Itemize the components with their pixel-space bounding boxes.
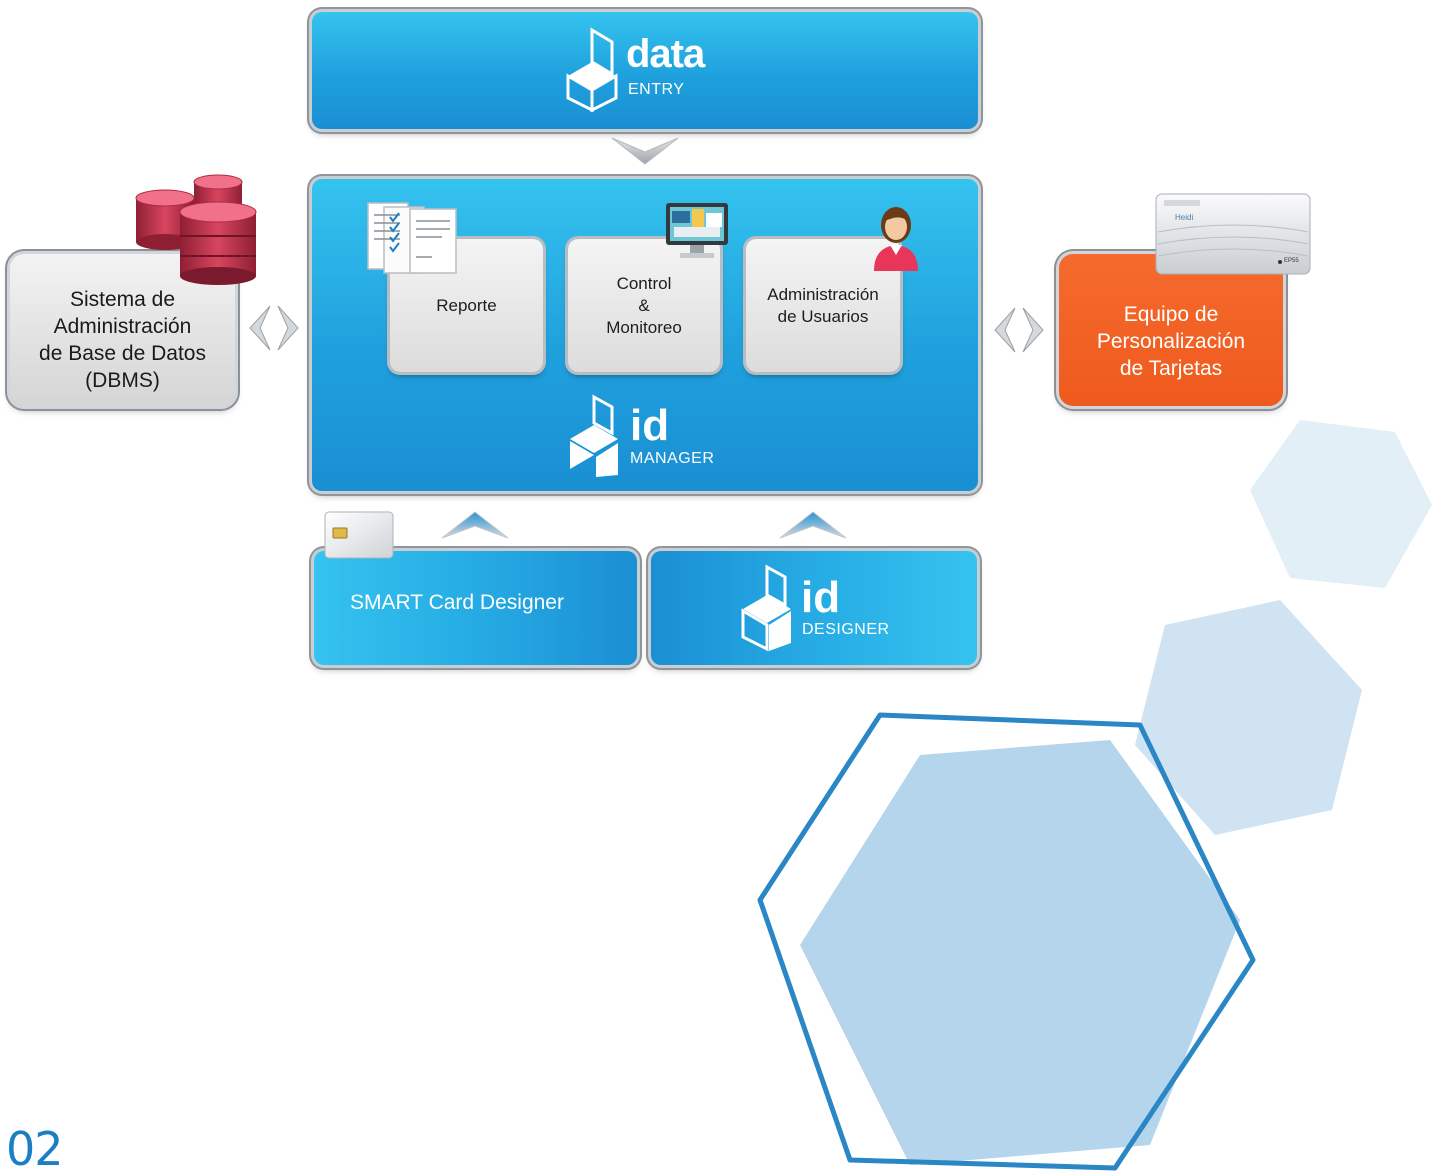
data-entry-subtitle: ENTRY — [628, 81, 685, 98]
user-avatar-icon — [874, 207, 918, 271]
documents-checklist-icon — [367, 202, 457, 274]
equipo-line-3: de Tarjetas — [1119, 356, 1223, 380]
administracion-label: Administración — [767, 284, 879, 304]
arrow-up-left-icon — [441, 511, 509, 539]
equipo-personalizacion-box: Equipo de Personalización de Tarjetas — [1059, 254, 1283, 406]
reporte-label: Reporte — [436, 295, 497, 315]
dbms-line-1: Sistema de — [69, 288, 176, 311]
dbms-box: Sistema de Administración de Base de Dat… — [10, 254, 235, 406]
id-designer-subtitle: DESIGNER — [802, 621, 890, 638]
data-entry-panel: data ENTRY — [312, 12, 978, 129]
dbms-line-2: Administración — [53, 315, 192, 338]
id-manager-panel: Reporte Control & Monitoreo Administrac — [312, 179, 978, 491]
smart-card-designer-label: SMART Card Designer — [350, 591, 564, 614]
equipo-line-2: Personalización — [1096, 329, 1246, 353]
administracion-usuarios-card[interactable]: Administración de Usuarios — [746, 239, 900, 372]
de-usuarios-label: de Usuarios — [777, 306, 869, 326]
control-label: Control — [616, 273, 672, 293]
data-entry-logo-icon — [566, 27, 618, 112]
database-icon — [135, 174, 257, 285]
arrow-down-icon — [611, 137, 679, 165]
id-designer-title: id — [801, 573, 841, 622]
monitor-icon — [666, 203, 728, 258]
ampersand-label: & — [638, 295, 650, 315]
card-printer-icon — [1155, 193, 1311, 275]
arrow-up-right-icon — [779, 511, 847, 539]
hexagon-large-fill — [800, 740, 1240, 1165]
monitoreo-label: Monitoreo — [606, 317, 682, 337]
id-manager-subtitle: MANAGER — [630, 450, 715, 467]
printer-brand-label: Heidi — [1175, 213, 1194, 222]
bidirectional-arrow-left-icon — [249, 305, 299, 351]
smart-card-icon — [324, 511, 394, 559]
hexagon-medium — [1135, 600, 1362, 835]
hexagon-small — [1250, 420, 1432, 588]
data-entry-title: data — [626, 32, 705, 76]
page-number: 02 — [6, 1122, 64, 1176]
bidirectional-arrow-right-icon — [994, 307, 1044, 353]
smart-card-designer-panel: SMART Card Designer — [314, 551, 637, 665]
hexagon-large-outline — [757, 712, 1256, 1171]
id-designer-panel: id DESIGNER — [651, 551, 977, 665]
dbms-line-3: de Base de Datos — [39, 342, 206, 365]
equipo-line-1: Equipo de — [1123, 302, 1219, 326]
control-monitoreo-card[interactable]: Control & Monitoreo — [568, 239, 720, 372]
id-manager-logo-icon — [570, 394, 618, 477]
dbms-line-4: (DBMS) — [85, 369, 160, 392]
printer-model-label: EP55 — [1284, 258, 1299, 264]
id-designer-logo-icon — [741, 564, 791, 652]
id-manager-title: id — [630, 401, 670, 450]
